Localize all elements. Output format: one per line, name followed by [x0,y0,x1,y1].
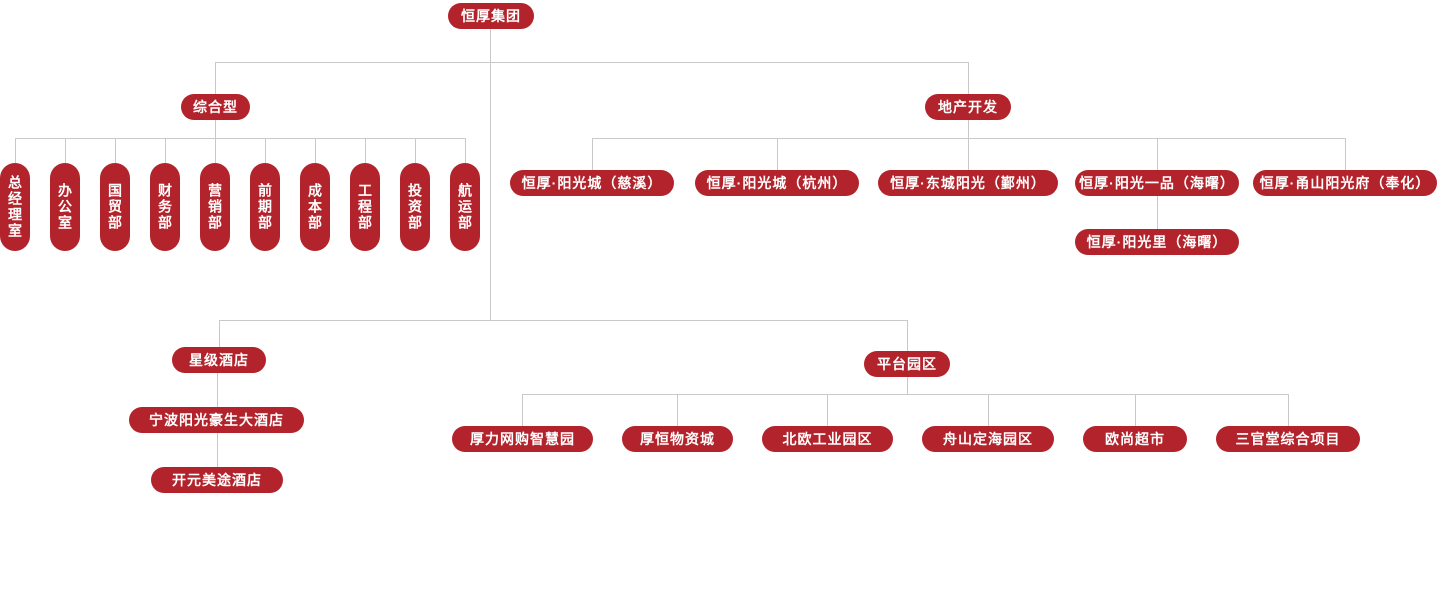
node-park: 厚力网购智慧园 [452,426,593,452]
connector-line [215,138,216,163]
connector-line [15,138,16,163]
node-department: 营销部 [200,163,230,251]
node-department: 财务部 [150,163,180,251]
node-branch-general: 综合型 [181,94,250,120]
connector-line [217,372,218,407]
connector-line [165,138,166,163]
connector-line [1157,196,1158,229]
node-project: 恒厚·阳光城（杭州） [695,170,859,196]
node-project: 恒厚·甬山阳光府（奉化） [1253,170,1437,196]
node-department: 工程部 [350,163,380,251]
connector-line [219,320,220,347]
connector-line [968,138,969,170]
connector-line [315,138,316,163]
connector-line [827,394,828,426]
node-branch-hotel: 星级酒店 [172,347,266,373]
node-department: 投资部 [400,163,430,251]
connector-line [988,394,989,426]
node-department: 国贸部 [100,163,130,251]
node-park: 厚恒物资城 [622,426,733,452]
node-project: 恒厚·阳光一品（海曙） [1075,170,1239,196]
connector-line [1157,138,1158,170]
connector-line [65,138,66,163]
connector-line [592,138,593,170]
connector-line [215,62,968,63]
connector-line [968,119,969,138]
node-park: 三官堂综合项目 [1216,426,1360,452]
node-root: 恒厚集团 [448,3,534,29]
node-department: 办公室 [50,163,80,251]
node-park: 舟山定海园区 [922,426,1054,452]
node-sub-project: 恒厚·阳光里（海曙） [1075,229,1239,255]
connector-line [1135,394,1136,426]
node-project: 恒厚·东城阳光（鄞州） [878,170,1058,196]
node-park: 欧尚超市 [1083,426,1187,452]
connector-line [907,376,908,394]
connector-line [265,138,266,163]
node-hotel: 开元美途酒店 [151,467,283,493]
connector-line [465,138,466,163]
node-hotel: 宁波阳光豪生大酒店 [129,407,304,433]
connector-line [215,119,216,138]
connector-line [15,138,465,139]
connector-line [365,138,366,163]
connector-line [968,62,969,94]
connector-line [115,138,116,163]
node-department: 前期部 [250,163,280,251]
connector-line [677,394,678,426]
connector-line [522,394,1288,395]
node-park: 北欧工业园区 [762,426,893,452]
node-department: 航运部 [450,163,480,251]
node-branch-park: 平台园区 [864,351,950,377]
node-department: 成本部 [300,163,330,251]
connector-line [415,138,416,163]
connector-line [907,320,908,351]
connector-line [777,138,778,170]
connector-line [490,29,491,62]
connector-line [217,432,218,467]
connector-line [1345,138,1346,170]
connector-line [215,62,216,94]
connector-line [1288,394,1289,426]
connector-line [490,62,491,320]
node-branch-realestate: 地产开发 [925,94,1011,120]
node-project: 恒厚·阳光城（慈溪） [510,170,674,196]
connector-line [522,394,523,426]
connector-line [219,320,907,321]
node-department: 总经理室 [0,163,30,251]
